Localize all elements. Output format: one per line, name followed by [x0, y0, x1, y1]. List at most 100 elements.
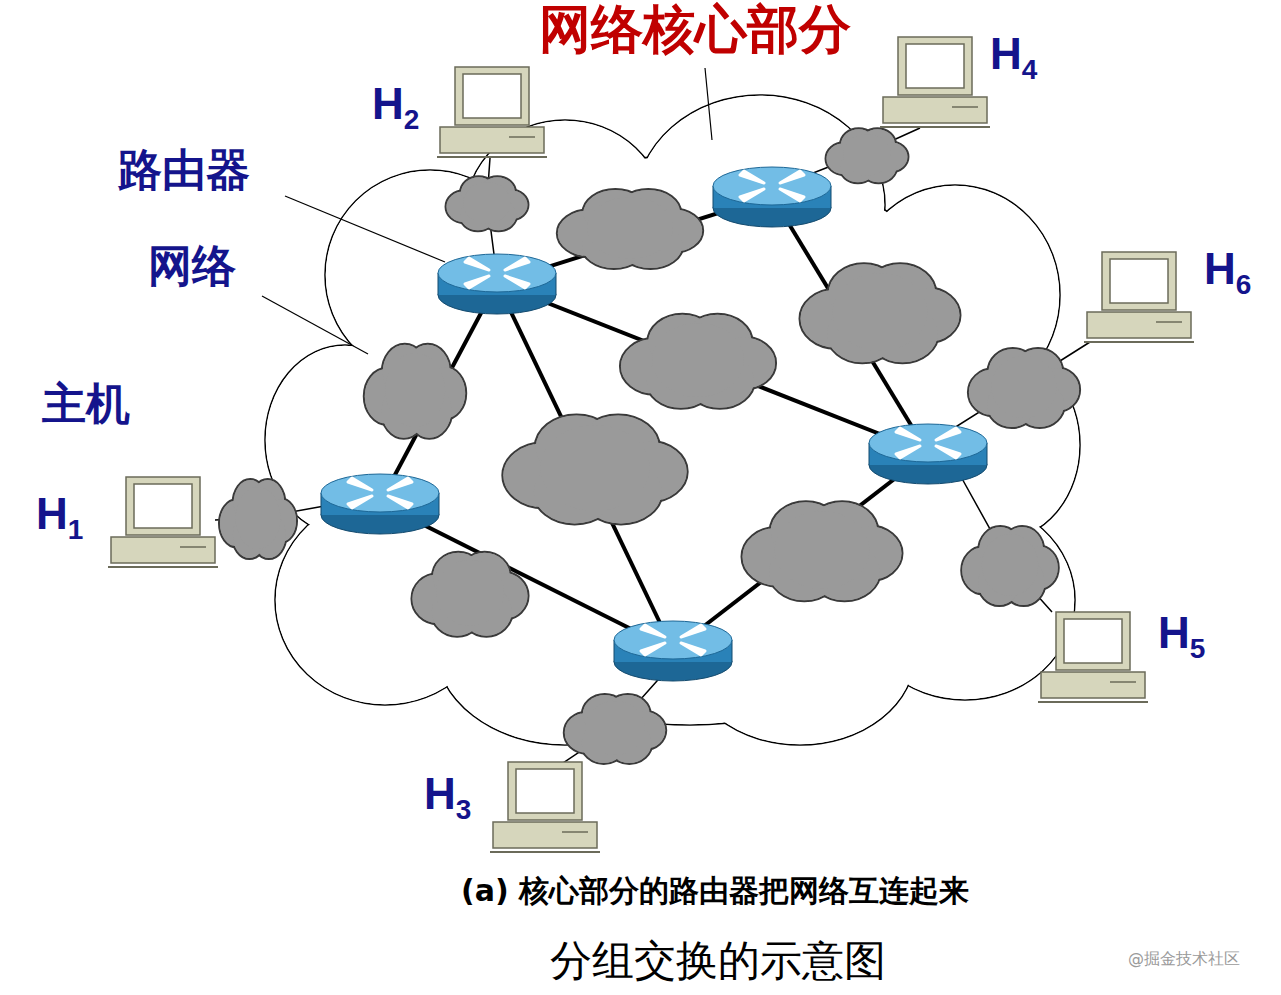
router-arrow	[388, 478, 412, 490]
cloud-fill	[775, 511, 870, 589]
computer-icon	[108, 475, 218, 571]
router-top	[713, 167, 831, 205]
keyboard	[1038, 701, 1148, 703]
network-cloud	[800, 263, 961, 363]
router-arrow	[681, 643, 705, 655]
network-cloud	[364, 344, 466, 439]
leader-line	[262, 296, 368, 354]
screen	[906, 44, 964, 88]
cloud-fill	[385, 353, 444, 427]
watermark: @掘金技术社区	[1128, 950, 1240, 968]
host-node: H1	[36, 470, 218, 570]
router-top	[614, 621, 732, 659]
router-icon	[614, 621, 732, 681]
computer-icon	[1084, 250, 1194, 346]
keyboard	[490, 851, 600, 853]
cloud-fill	[833, 273, 928, 351]
keyboard	[437, 156, 547, 158]
router-icon	[713, 167, 831, 227]
screen	[463, 74, 521, 118]
router-link	[380, 283, 497, 503]
network-cloud	[564, 694, 666, 764]
system-unit	[440, 127, 544, 153]
monitor	[1102, 252, 1176, 310]
host-label: H1	[36, 490, 83, 538]
access-line	[560, 672, 665, 765]
router-arrow	[388, 496, 412, 508]
screen	[1064, 619, 1122, 663]
router-arrow	[780, 171, 804, 183]
router-label: 路由器	[118, 146, 250, 194]
router-icon	[321, 474, 439, 534]
router-icon	[869, 424, 987, 484]
host-node: H2	[372, 62, 547, 162]
host-node: H4	[880, 28, 1060, 132]
screen	[516, 769, 574, 813]
monitor	[1056, 612, 1130, 670]
drive-slot	[562, 831, 588, 833]
access-line	[935, 342, 1090, 440]
router-arrow	[896, 428, 920, 440]
router-arrow	[780, 189, 804, 201]
computer-icon	[1038, 610, 1148, 706]
keyboard	[880, 126, 990, 128]
figure-title: 分组交换的示意图	[550, 938, 886, 984]
network-cloud	[502, 414, 687, 524]
network-cloud	[826, 128, 909, 183]
network-cloud	[968, 348, 1080, 428]
network-cloud	[742, 501, 903, 601]
host-node: H5	[1038, 605, 1228, 705]
router-arrow	[740, 189, 764, 201]
host-node: H3	[424, 758, 599, 858]
router-top	[438, 254, 556, 292]
router-icon	[438, 254, 556, 314]
router-arrow	[641, 625, 665, 637]
system-unit	[111, 537, 215, 563]
drive-slot	[1156, 321, 1182, 323]
access-line	[960, 475, 1052, 612]
router-arrow	[681, 625, 705, 637]
router-arrow	[641, 643, 665, 655]
network-cloud	[411, 552, 528, 637]
cloud-fill	[652, 323, 744, 397]
monitor	[508, 762, 582, 820]
monitor	[455, 67, 529, 125]
network-cloud	[557, 189, 703, 269]
title: 网络核心部分	[539, 1, 851, 58]
cloud-fill	[436, 560, 504, 626]
router-arrow	[936, 446, 960, 458]
host-label-group: 主机	[42, 380, 130, 428]
system-unit	[1041, 672, 1145, 698]
caption: (a) 核心部分的路由器把网络互连起来	[461, 874, 969, 907]
cloud-fill	[587, 197, 673, 259]
host-label: H6	[1204, 245, 1251, 293]
network-cloud	[446, 176, 529, 231]
router-link	[772, 196, 928, 453]
cloud-fill	[540, 425, 649, 511]
cloud-fill	[236, 487, 281, 549]
cloud-fill	[463, 182, 511, 224]
system-unit	[493, 822, 597, 848]
computer-icon	[490, 760, 600, 856]
router-arrow	[896, 446, 920, 458]
system-unit	[1087, 312, 1191, 338]
host-label: H2	[372, 80, 419, 128]
network-cloud	[961, 526, 1059, 606]
host-label: H5	[1158, 609, 1205, 657]
drive-slot	[1110, 681, 1136, 683]
cloud-fill	[585, 701, 644, 755]
computer-icon	[437, 65, 547, 161]
router-arrow	[348, 478, 372, 490]
drive-slot	[952, 106, 978, 108]
router-arrow	[465, 258, 489, 270]
keyboard	[108, 566, 218, 568]
screen	[1110, 259, 1168, 303]
router-arrow	[505, 258, 529, 270]
keyboard	[1084, 341, 1194, 343]
cloud-fill	[843, 134, 891, 176]
router-arrow	[936, 428, 960, 440]
router-arrow	[505, 276, 529, 288]
router-arrow	[348, 496, 372, 508]
monitor	[126, 477, 200, 535]
drive-slot	[180, 546, 206, 548]
